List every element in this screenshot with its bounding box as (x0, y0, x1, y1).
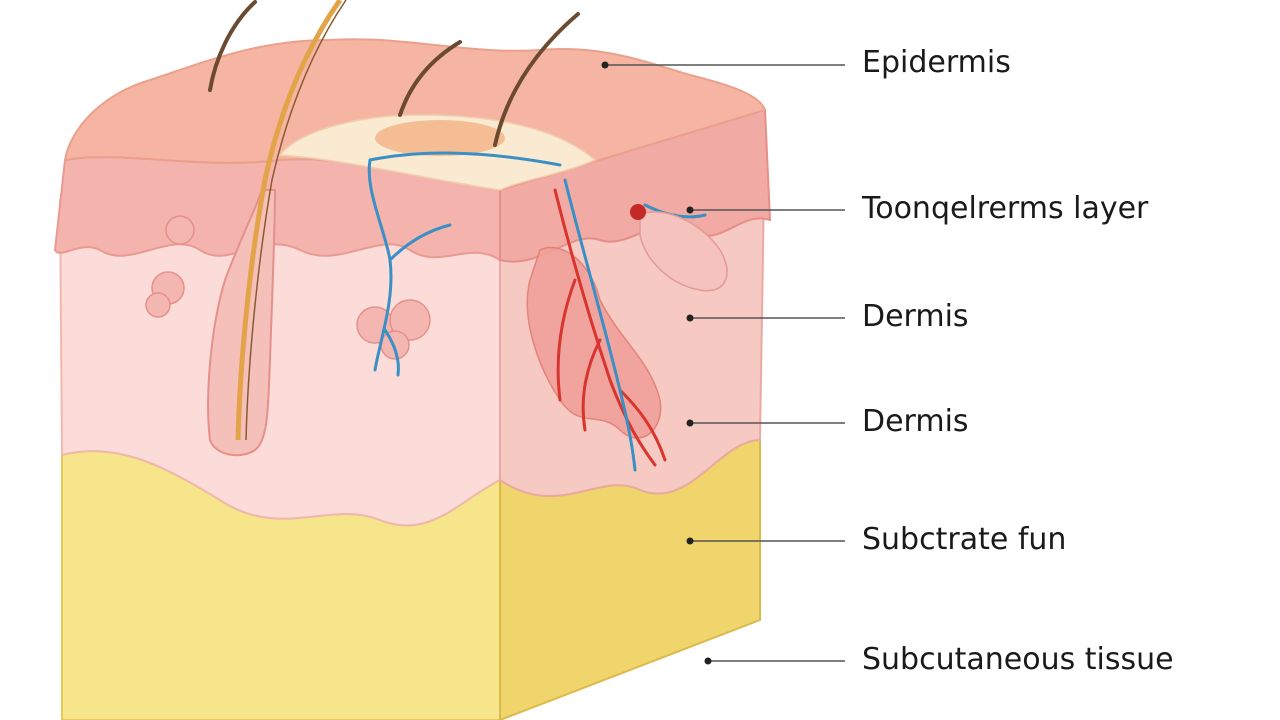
leader-dots (601, 61, 712, 665)
label-dermis-upper: Dermis (862, 299, 969, 334)
label-dermis-lower: Dermis (862, 404, 969, 439)
side-tissue (526, 246, 662, 439)
hair-shaft-outline (245, 0, 347, 441)
label-substrate-fun: Subctrate fun (862, 522, 1067, 557)
pore-spot (375, 120, 505, 156)
leader-lines (605, 64, 845, 662)
blue-vessels-front (367, 151, 562, 377)
side-gland (639, 211, 728, 292)
surface-hairs (208, 0, 580, 147)
label-epidermis: Epidermis (862, 45, 1011, 80)
label-toolerms-layer: Too​nqelrerms layer (862, 191, 1149, 226)
hair-shaft (235, 0, 343, 441)
label-subcutaneous-tissue: Subcutaneous tissue (862, 642, 1174, 677)
red-dot (630, 204, 646, 220)
hair-follicle (207, 189, 277, 457)
red-vessels (553, 188, 667, 467)
